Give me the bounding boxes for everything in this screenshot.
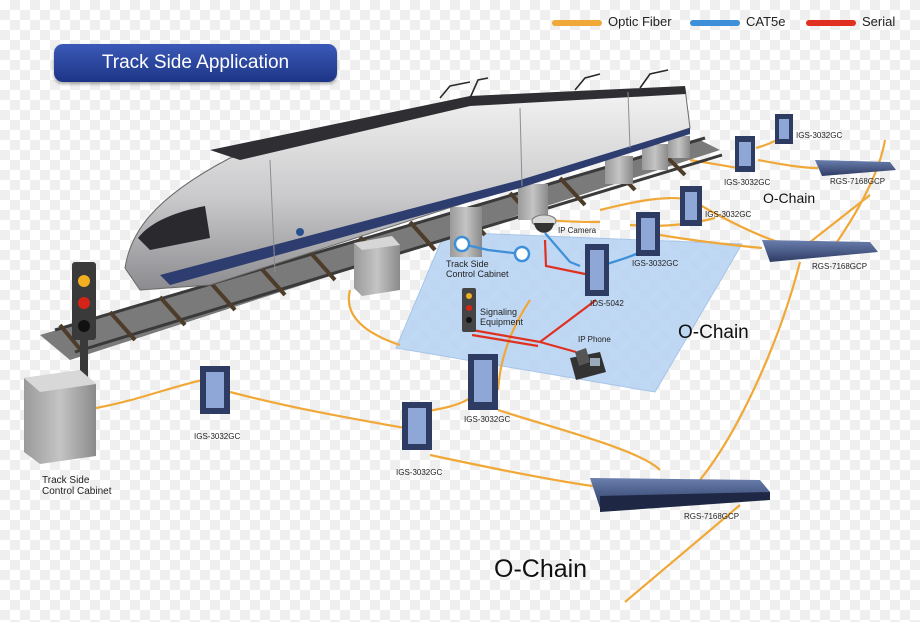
traffic-signal-icon	[72, 262, 96, 382]
ethernet-switch-icon	[585, 244, 609, 296]
serial-swatch	[806, 19, 856, 26]
serial-links	[471, 239, 597, 354]
o-chain-middle-label: O-Chain	[678, 322, 749, 343]
left-cabinet-label: Track Side Control Cabinet	[42, 475, 111, 497]
signaling-equipment-icon	[462, 288, 476, 332]
rack-switch-icon	[815, 160, 896, 176]
ethernet-switch-icon	[200, 366, 230, 414]
din-switches	[200, 114, 793, 450]
igs-top-b-label: IGS-3032GC	[724, 178, 771, 187]
ethernet-switch-icon	[402, 402, 432, 450]
igs-top-c-label: IGS-3032GC	[796, 131, 843, 140]
igs-upper-label: IGS-3032GC	[632, 259, 679, 268]
rgs-mid-label: RGS-7168GCP	[812, 262, 868, 271]
rack-switch-icon	[590, 478, 770, 512]
igs-left-label: IGS-3032GC	[194, 432, 241, 441]
label-line: Track Side	[446, 259, 489, 269]
ethernet-switch-icon	[468, 354, 498, 410]
signaling-equipment-label: Signaling Equipment	[480, 307, 523, 327]
ethernet-switch-icon	[735, 136, 755, 172]
ip-phone-label: IP Phone	[578, 335, 611, 344]
o-chain-bottom-label: O-Chain	[494, 555, 588, 583]
train-icon	[124, 69, 691, 291]
o-chain-top-label: O-Chain	[763, 190, 816, 206]
ip-camera-label: IP Camera	[558, 226, 597, 235]
control-cabinet-icon	[354, 236, 400, 296]
page-title: Track Side Application	[54, 44, 337, 82]
ip-camera-icon	[531, 214, 557, 233]
cat5e-port-icon	[513, 245, 531, 263]
label-line: Signaling	[480, 307, 518, 317]
ethernet-switch-icon	[775, 114, 793, 144]
rgs-top-label: RGS-7168GCP	[830, 177, 886, 186]
cat5e-swatch	[690, 19, 740, 26]
trackside-posts	[450, 136, 690, 257]
legend-serial: Serial	[806, 14, 895, 30]
ip-phone-icon	[570, 348, 606, 380]
ethernet-switch-icon	[636, 212, 660, 256]
legend-optic-fiber: Optic Fiber	[552, 14, 672, 30]
legend-label: Serial	[862, 14, 896, 29]
igs-mid-label: IGS-3032GC	[396, 468, 443, 477]
rack-switch-icon	[762, 240, 878, 262]
label-line: Track Side	[42, 475, 90, 486]
legend-label: CAT5e	[746, 14, 786, 29]
legend-cat5e: CAT5e	[690, 14, 786, 30]
station-platform	[395, 231, 743, 393]
label-line: Control Cabinet	[42, 486, 112, 497]
label-line: Control Cabinet	[446, 269, 509, 279]
center-cabinet-label: Track Side Control Cabinet	[446, 259, 509, 279]
cat5e-port-icon	[453, 235, 471, 253]
label-line: Equipment	[480, 317, 524, 327]
igs-top-a-label: IGS-3032GC	[705, 210, 752, 219]
rgs-bottom-label: RGS-7168GCP	[684, 512, 740, 521]
optic-fiber-swatch	[552, 19, 602, 26]
ethernet-switch-icon	[680, 186, 702, 226]
control-cabinet-icon	[24, 370, 96, 464]
igs-platform-label: IGS-3032GC	[464, 415, 511, 424]
ids-label: IDS-5042	[590, 299, 624, 308]
legend-label: Optic Fiber	[608, 14, 672, 29]
